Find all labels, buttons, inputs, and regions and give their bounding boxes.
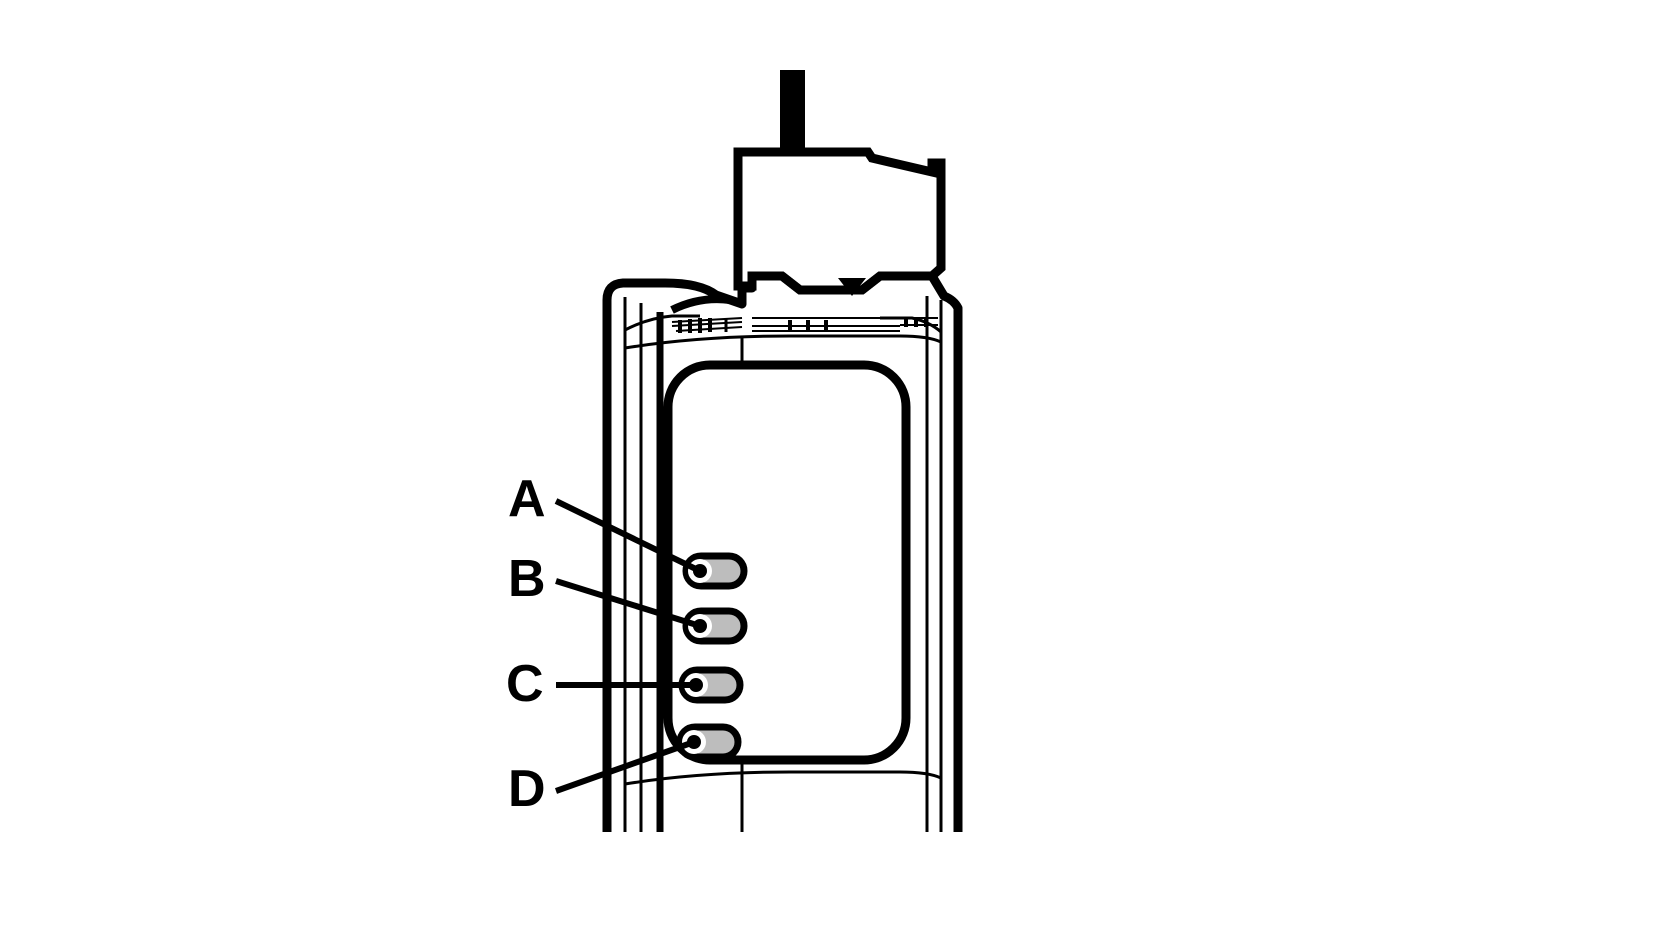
callout-label-a: A [508, 470, 546, 528]
leader-line-d [554, 739, 696, 794]
leader-line-a [554, 498, 702, 574]
callout-label-c: C [506, 655, 544, 713]
body-top-seam [624, 334, 942, 350]
callout-label-b: B [508, 550, 546, 608]
slot-line-a [671, 317, 743, 323]
slot-line-b [671, 321, 743, 327]
device-body [602, 271, 963, 832]
leader-line-b [555, 578, 701, 629]
button-d[interactable] [676, 723, 742, 761]
front-panel-outline [663, 360, 911, 765]
module-outline [733, 147, 946, 295]
slot-lip-left [670, 295, 744, 314]
callout-leader-lines [554, 498, 702, 794]
callout-label-d: D [508, 760, 546, 818]
top-slot-assembly [670, 295, 938, 333]
body-bottom-seam [624, 770, 942, 786]
button-b[interactable] [682, 607, 748, 645]
antenna-stub-icon [780, 70, 805, 150]
callout-labels: A B C D [506, 470, 546, 818]
body-top-contour [602, 271, 963, 313]
body-left-shoulder-inner [624, 314, 700, 332]
